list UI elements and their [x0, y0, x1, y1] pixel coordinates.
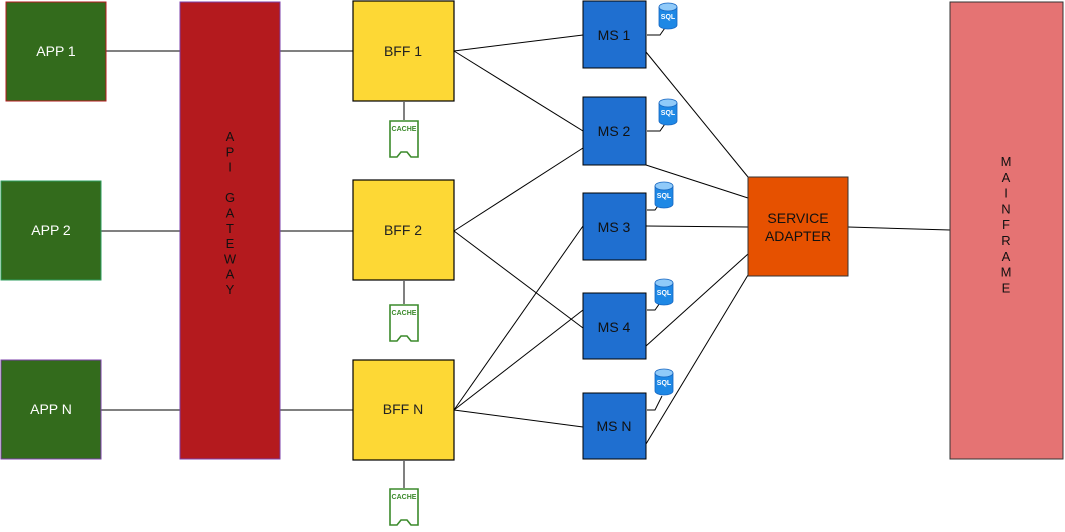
cache-icon: CACHE: [389, 120, 419, 158]
edge-ms2-adapter: [645, 164, 749, 199]
sql-label: SQL: [657, 290, 672, 297]
edge-bff2-ms2: [453, 147, 584, 232]
edge-ms3-adapter: [645, 225, 749, 228]
bff-node-2-label: BFF 2: [384, 222, 422, 238]
app-node-2[interactable]: APP 2: [0, 180, 102, 281]
bff-node-n[interactable]: BFF N: [352, 359, 455, 461]
edge-adapter-mainframe: [847, 226, 951, 231]
cache-label: CACHE: [392, 310, 417, 317]
ms-node-n-label: MS N: [597, 418, 632, 434]
edge-ms4-adapter: [645, 253, 749, 347]
ms-node-3-label: MS 3: [598, 219, 631, 235]
sql-database-icon: SQL: [658, 2, 678, 30]
ms-node-4[interactable]: MS 4: [582, 292, 647, 360]
app-node-1-label: APP 1: [36, 43, 76, 59]
edge-ms1-adapter: [645, 51, 749, 178]
ms-node-1-label: MS 1: [598, 27, 631, 43]
sql-database-icon: SQL: [654, 181, 674, 209]
sql-label: SQL: [661, 110, 676, 117]
app-node-1[interactable]: APP 1: [5, 1, 107, 102]
ms-node-2[interactable]: MS 2: [582, 96, 647, 166]
service-adapter[interactable]: SERVICE ADAPTER: [747, 176, 849, 277]
edge-bffn-ms4: [453, 309, 584, 411]
edge-bff1-ms2: [453, 50, 584, 132]
service-adapter-label-line2: ADAPTER: [765, 228, 831, 244]
edge-msn-sql: [647, 395, 663, 411]
cache-icon: CACHE: [389, 304, 419, 342]
sql-database-icon: SQL: [654, 278, 674, 306]
sql-label: SQL: [657, 193, 672, 200]
ms-node-2-label: MS 2: [598, 123, 631, 139]
sql-database-icon: SQL: [658, 98, 678, 126]
edge-bffn-ms3: [453, 225, 584, 411]
ms-node-1[interactable]: MS 1: [582, 0, 647, 69]
ms-node-n[interactable]: MS N: [582, 392, 647, 460]
sql-database-icon: SQL: [654, 368, 674, 396]
cache-label: CACHE: [392, 494, 417, 501]
cache-label: CACHE: [392, 126, 417, 133]
edge-bffn-msn: [453, 409, 584, 428]
ms-node-4-label: MS 4: [598, 319, 631, 335]
bff-node-1-label: BFF 1: [384, 43, 422, 59]
app-node-n[interactable]: APP N: [0, 359, 102, 460]
bff-node-n-label: BFF N: [383, 401, 423, 417]
cache-icon: CACHE: [389, 488, 419, 526]
ms-node-3[interactable]: MS 3: [582, 192, 647, 261]
edge-bff2-ms4: [453, 230, 584, 329]
edge-bff1-ms1: [453, 34, 584, 52]
sql-label: SQL: [661, 14, 676, 21]
app-node-n-label: APP N: [30, 401, 72, 417]
bff-node-1[interactable]: BFF 1: [352, 0, 455, 102]
bff-node-2[interactable]: BFF 2: [352, 179, 455, 281]
edge-msn-adapter: [645, 274, 749, 445]
app-node-2-label: APP 2: [31, 222, 71, 238]
service-adapter-label-line1: SERVICE: [767, 210, 828, 226]
sql-label: SQL: [657, 380, 672, 387]
